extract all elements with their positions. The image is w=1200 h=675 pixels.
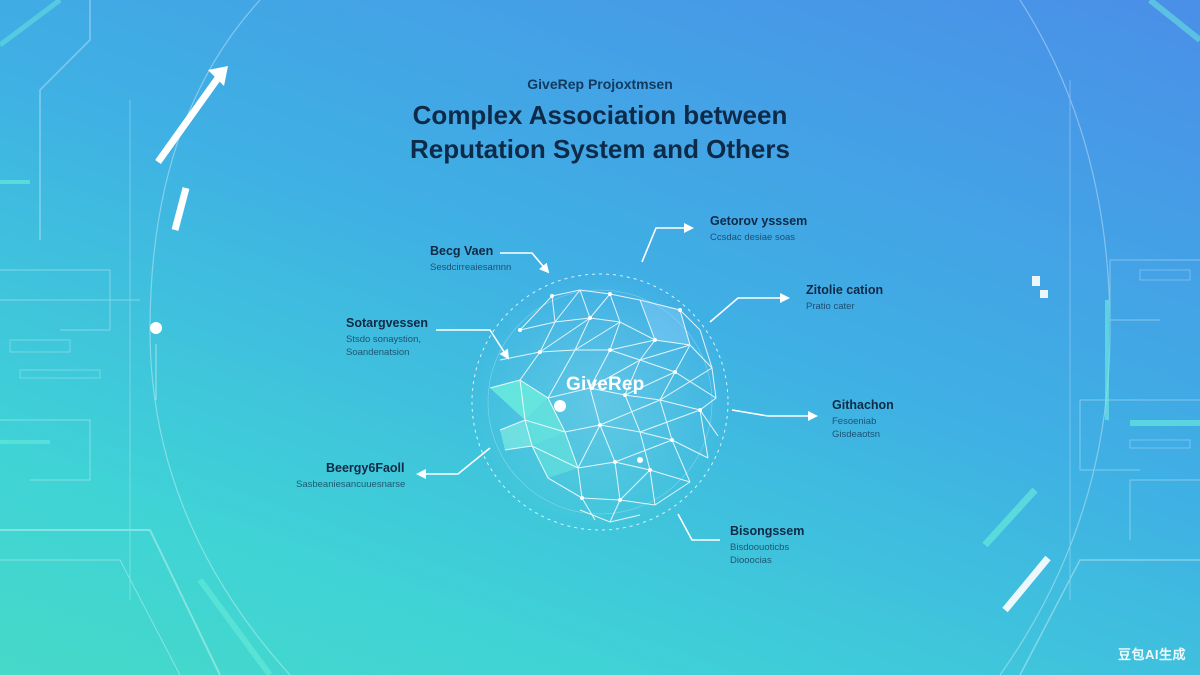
node-subtitle-line: Diooocias <box>730 555 772 566</box>
node-title: Getorov ysssem <box>710 214 808 228</box>
node-label-top-right: Getorov ysssem Ccsdac desiae soas <box>710 214 807 244</box>
right-frame-decoration <box>999 0 1200 675</box>
node-subtitle: Stsdo sonaystion, Soandenatsion <box>346 333 428 359</box>
node-title: Beergy6Faoll <box>326 461 405 475</box>
node-label-right-upper: Zitolie cation Pratio cater <box>806 283 883 313</box>
node-label-right-lower: Githachon Fesoeniab Gisdeaotsn <box>832 398 894 441</box>
node-subtitle-line: Soandenatsion <box>346 347 410 358</box>
arrow-icon <box>731 409 818 421</box>
node-label-left-lower: Beergy6Faoll Sasbeaniesancuuesnarse <box>296 461 405 491</box>
center-label: GiveRep <box>566 374 645 395</box>
right-accent-bars <box>982 0 1200 613</box>
left-accent-bars <box>0 0 273 675</box>
node-label-bottom-right: Bisongssem Bisdoouoticbs Diooocias <box>730 524 804 567</box>
node-subtitle: Pratio cater <box>806 301 855 312</box>
title-line-1: Complex Association between <box>412 100 788 130</box>
node-subtitle: Sesdcirreaiesamnn <box>430 262 512 273</box>
header-eyebrow: GiveRep Projoxtmsen <box>527 76 673 92</box>
node-title: Becg Vaen <box>430 244 494 258</box>
watermark: 豆包AI生成 <box>1117 647 1186 662</box>
node-subtitle: Bisdoouoticbs Diooocias <box>730 541 804 567</box>
connector-line <box>677 513 720 541</box>
left-frame-decoration <box>0 0 291 675</box>
arrow-icon <box>500 252 550 274</box>
node-subtitle-line: Fesoeniab <box>832 416 877 427</box>
node-subtitle-line: Gisdeaotsn <box>832 429 881 440</box>
node-label-mid-left: Sotargvessen Stsdo sonaystion, Soandenat… <box>346 316 428 359</box>
arrow-icon <box>416 447 491 479</box>
title-line-2: Reputation System and Others <box>410 134 790 164</box>
node-label-top-left: Becg Vaen Sesdcirreaiesamnn <box>430 244 511 274</box>
page-title: Complex Association between Reputation S… <box>0 98 1200 166</box>
node-subtitle: Fesoeniab Gisdeaotsn <box>832 415 894 441</box>
center-node-dot-icon <box>554 400 566 412</box>
node-subtitle-line: Bisdoouoticbs <box>730 542 790 553</box>
connector-arrows <box>416 223 818 479</box>
arrow-icon <box>641 223 694 263</box>
network-globe-icon <box>471 273 729 531</box>
node-title: Bisongssem <box>730 524 805 538</box>
node-title: Githachon <box>832 398 894 412</box>
decorative-arrow-icon <box>155 66 228 231</box>
arrow-icon <box>709 293 790 323</box>
side-node-dot-icon <box>150 322 162 400</box>
node-subtitle-line: Stsdo sonaystion, <box>346 334 421 345</box>
node-title: Sotargvessen <box>346 316 428 330</box>
arrow-icon <box>436 329 510 360</box>
node-title: Zitolie cation <box>806 283 884 297</box>
node-subtitle: Sasbeaniesancuuesnarse <box>296 479 406 490</box>
node-subtitle: Ccsdac desiae soas <box>710 232 796 243</box>
